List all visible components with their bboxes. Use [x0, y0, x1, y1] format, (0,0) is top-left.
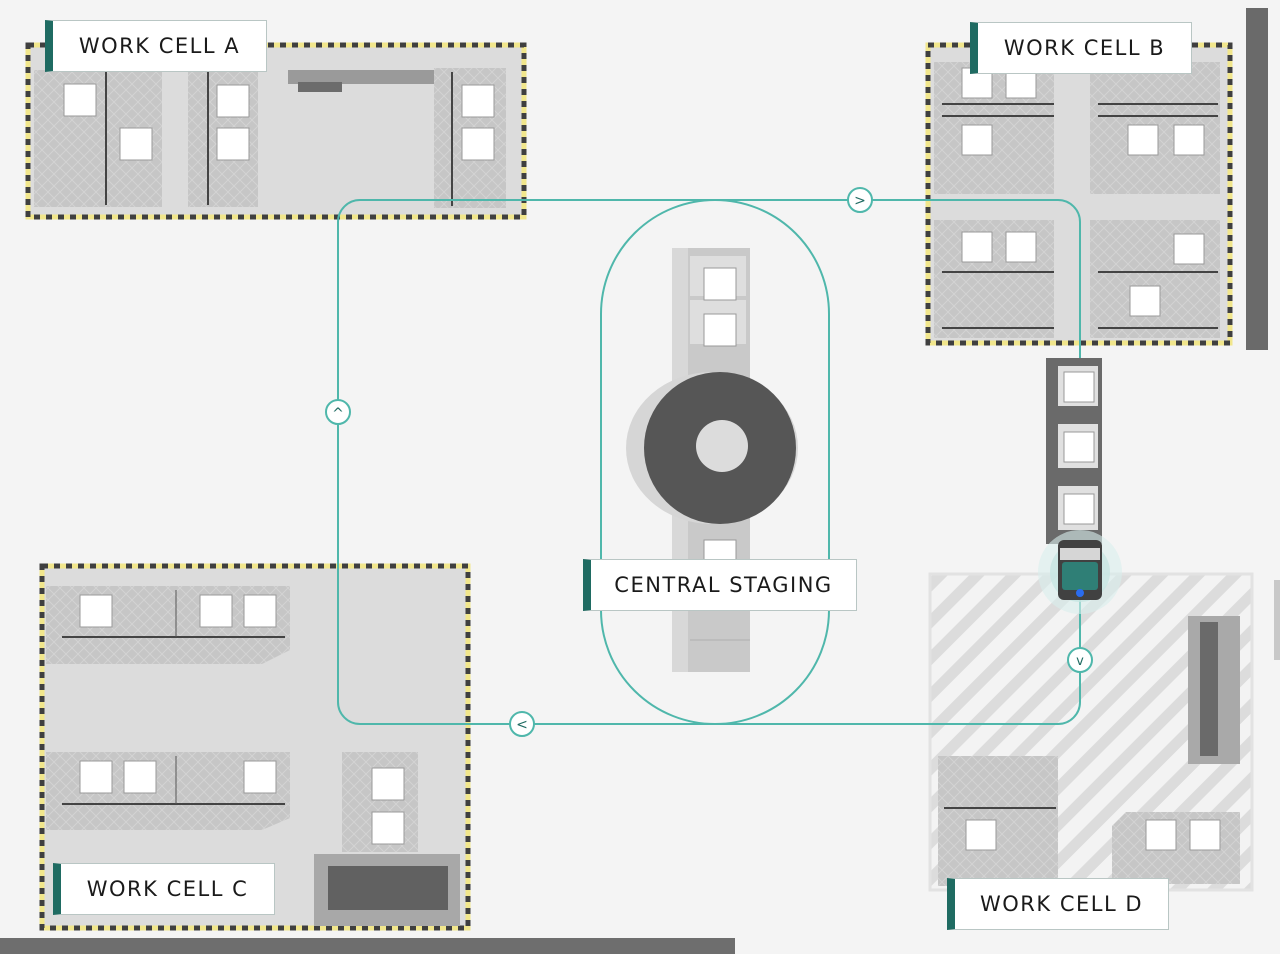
route-arrow-top-glyph: > — [854, 193, 866, 209]
route-arrow-right-glyph: v — [1076, 654, 1084, 669]
part-tile — [1063, 371, 1095, 403]
route-arrow-bottom: < — [509, 711, 535, 737]
central-staging-label: CENTRAL STAGING — [583, 559, 857, 611]
central-staging-zone — [600, 199, 830, 725]
wall — [0, 938, 735, 954]
agv-robot — [1038, 530, 1122, 614]
part-tile — [1063, 493, 1095, 525]
part-tile — [243, 760, 277, 794]
conveyor — [288, 70, 434, 84]
part-tile — [461, 127, 495, 161]
work-cell-b-label: WORK CELL B — [970, 22, 1192, 74]
part-tile — [63, 83, 97, 117]
route-arrow-left: ^ — [325, 399, 351, 425]
part-tile — [961, 231, 993, 263]
part-tile — [1063, 431, 1095, 463]
part-tile — [703, 267, 737, 301]
part-tile — [79, 594, 113, 628]
work-cell-a-label: WORK CELL A — [45, 20, 267, 72]
work-cell-d-label: WORK CELL D — [947, 878, 1169, 930]
work-cell-d-zone — [928, 572, 1254, 892]
part-tile — [965, 819, 997, 851]
part-tile — [371, 811, 405, 845]
route-arrow-bottom-glyph: < — [516, 717, 528, 733]
part-tile — [243, 594, 277, 628]
work-cell-a-zone — [25, 42, 527, 220]
route-arrow-right: v — [1067, 647, 1093, 673]
wall — [1274, 580, 1280, 660]
part-tile — [119, 127, 153, 161]
part-tile — [1129, 285, 1161, 317]
workbench — [938, 756, 1058, 886]
part-tile — [199, 594, 233, 628]
conveyor-line — [1046, 358, 1102, 544]
turntable-hub — [696, 420, 748, 472]
part-tile — [216, 127, 250, 161]
part-tile — [461, 84, 495, 118]
part-tile — [123, 760, 157, 794]
part-tile — [703, 539, 737, 561]
part-tile — [1173, 233, 1205, 265]
wall — [1246, 8, 1268, 350]
work-cell-c-label: WORK CELL C — [53, 863, 275, 915]
part-tile — [371, 767, 405, 801]
work-cell-b-zone — [925, 42, 1233, 346]
part-tile — [703, 313, 737, 347]
part-tile — [1127, 124, 1159, 156]
part-tile — [1145, 819, 1177, 851]
part-tile — [79, 760, 113, 794]
part-tile — [1173, 124, 1205, 156]
part-tile — [1189, 819, 1221, 851]
part-tile — [216, 84, 250, 118]
route-arrow-top: > — [847, 187, 873, 213]
route-arrow-left-glyph: ^ — [332, 406, 344, 422]
part-tile — [1005, 231, 1037, 263]
part-tile — [961, 124, 993, 156]
